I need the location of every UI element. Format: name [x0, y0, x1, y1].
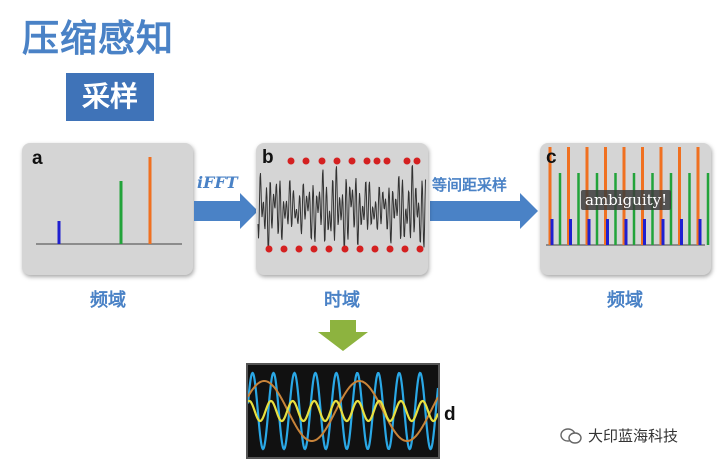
sample-dot: [401, 245, 409, 253]
panel-a-label: a: [32, 148, 43, 169]
sample-dot: [318, 157, 326, 165]
wave-low-frequency: [248, 380, 438, 442]
sample-dot: [386, 245, 394, 253]
panel-c-caption: 频域: [607, 290, 643, 311]
sampling-label: 等间距采样: [432, 176, 508, 194]
sample-dot: [373, 157, 381, 165]
panel-d-plot: [248, 371, 438, 451]
panel-a-frequency-domain: a: [22, 143, 193, 275]
ifft-arrow: [194, 193, 258, 229]
ifft-label: iFFT: [197, 173, 238, 192]
sample-dot: [383, 157, 391, 165]
panel-b-label: b: [262, 147, 274, 168]
watermark: 大印蓝海科技: [560, 425, 678, 446]
sample-dot: [333, 157, 341, 165]
sample-dot: [416, 245, 424, 253]
panel-d-waveforms: [246, 363, 440, 459]
sample-dot: [403, 157, 411, 165]
wave-medium: [248, 399, 438, 423]
panel-b-plot: [257, 157, 427, 253]
sample-dot: [341, 245, 349, 253]
sample-dot: [302, 157, 310, 165]
sample-dot: [265, 245, 273, 253]
sample-dot: [363, 157, 371, 165]
down-arrow: [318, 320, 368, 351]
panel-c-label: c: [546, 147, 557, 168]
sample-dot: [280, 245, 288, 253]
panel-a-caption: 频域: [90, 290, 126, 311]
time-signal: [257, 165, 427, 252]
sample-dot: [356, 245, 364, 253]
panel-b-time-domain: b: [256, 143, 428, 275]
ambiguity-annotation: ambiguity!: [581, 190, 672, 210]
wave-high-frequency: [248, 371, 438, 451]
sample-dot: [295, 245, 303, 253]
sample-dot: [348, 157, 356, 165]
watermark-text: 大印蓝海科技: [588, 427, 679, 445]
sample-dot: [371, 245, 379, 253]
sample-dot: [413, 157, 421, 165]
page-title: 压缩感知: [22, 17, 174, 60]
sample-dot: [287, 157, 295, 165]
sample-dot: [310, 245, 318, 253]
panel-b-caption: 时域: [324, 290, 360, 311]
sampling-arrow: [430, 193, 538, 229]
panel-a-plot: [36, 157, 182, 245]
wechat-icon: [560, 427, 582, 444]
panel-c-frequency-domain: c ambiguity!: [540, 143, 711, 275]
sample-dot: [325, 245, 333, 253]
panel-d-label: d: [444, 404, 456, 425]
section-label: 采样: [66, 73, 154, 121]
